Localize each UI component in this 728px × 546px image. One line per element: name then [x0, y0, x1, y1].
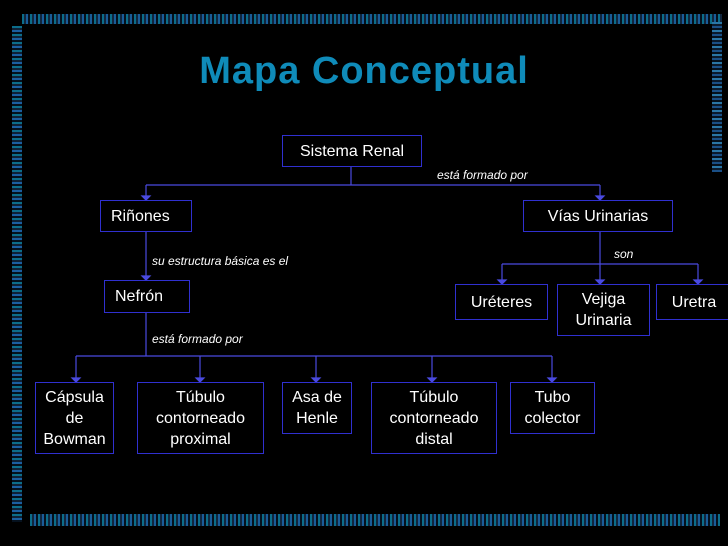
node-vejiga-urinaria: Vejiga Urinaria [557, 284, 650, 336]
node-uretra: Uretra [656, 284, 728, 320]
node-capsula-de-bowman: Cápsula de Bowman [35, 382, 114, 454]
node-rinones: Riñones [100, 200, 192, 232]
page-title: Mapa Conceptual [199, 50, 529, 92]
node-sistema-renal: Sistema Renal [282, 135, 422, 167]
label-estructura-basica: su estructura básica es el [152, 254, 289, 268]
decorative-bottom-stripe [30, 514, 720, 526]
label-son: son [614, 247, 634, 261]
node-tubulo-proximal: Túbulo contorneado proximal [137, 382, 264, 454]
node-ureteres: Uréteres [455, 284, 548, 320]
node-nefron: Nefrón [104, 280, 190, 313]
decorative-right-stripe [712, 22, 722, 172]
node-tubo-colector: Tubo colector [510, 382, 595, 434]
decorative-top-stripe [22, 14, 722, 24]
node-tubulo-distal: Túbulo contorneado distal [371, 382, 497, 454]
decorative-left-stripe [12, 26, 22, 522]
node-asa-de-henle: Asa de Henle [282, 382, 352, 434]
label-sistema-formado-por: está formado por [437, 168, 528, 182]
label-nefron-formado-por: está formado por [152, 332, 243, 346]
node-vias-urinarias: Vías Urinarias [523, 200, 673, 232]
